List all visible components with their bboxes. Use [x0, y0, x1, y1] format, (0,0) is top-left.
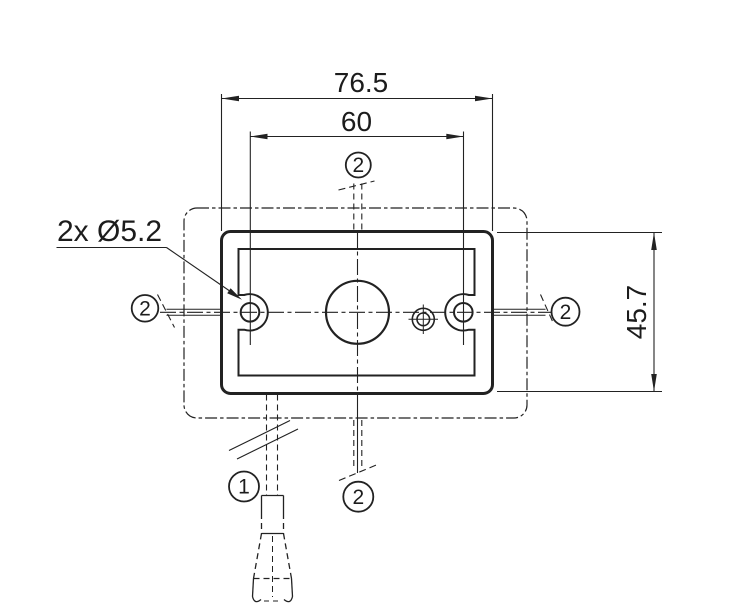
- connector-flare-right: [282, 533, 293, 579]
- balloon-cable-circle: [228, 470, 260, 503]
- balloon-cable-label: 1: [238, 476, 250, 499]
- cable-break-slash-1: [228, 420, 291, 451]
- hole-callout-leader: [56, 246, 242, 300]
- connector-group: [251, 494, 294, 603]
- balloon-bottom-leader: [338, 463, 378, 482]
- dim-height-arrow-bottom: [651, 374, 657, 392]
- phantom-outline: [183, 207, 528, 419]
- connector-break-hook-left: [251, 596, 262, 603]
- balloon-bottom-label: 2: [352, 486, 364, 509]
- balloon-right-leader: [539, 294, 555, 324]
- connector-tip-left: [251, 578, 255, 597]
- dim-hole-spacing: [249, 131, 465, 345]
- inner-contour: [237, 248, 476, 377]
- balloon-left-circle: [130, 294, 160, 323]
- dim-width-arrow-left: [221, 95, 239, 102]
- balloon-top-label: 2: [352, 154, 364, 177]
- dim-spacing-arrow-right: [446, 133, 464, 140]
- balloon-right-label: 2: [560, 301, 572, 324]
- center-circle: [324, 279, 391, 345]
- part-outline: [220, 230, 494, 395]
- balloon-top-circle: [344, 151, 372, 179]
- dim-width-arrow-right: [475, 95, 493, 102]
- dim-overall-height-text: 45.7: [621, 285, 652, 340]
- dim-hole-spacing-text: 60: [341, 106, 372, 137]
- balloon-right-circle: [550, 296, 581, 327]
- dim-spacing-arrow-left: [250, 133, 268, 140]
- dim-overall-width-text: 76.5: [334, 67, 389, 98]
- cable-group: [228, 394, 299, 495]
- callout-leader-line: [166, 247, 238, 297]
- balloon-bottom-circle: [342, 480, 375, 513]
- balloon-left-leader: [157, 294, 175, 328]
- cable-break-slash-2: [236, 428, 299, 460]
- connector-tip-right: [290, 578, 294, 597]
- dim-overall-width: [220, 94, 494, 231]
- connector-flare-left: [252, 533, 263, 579]
- hole-callout-text: 2x Ø5.2: [57, 215, 162, 248]
- dim-height-arrow-top: [651, 232, 657, 250]
- connector-break-hook-right: [283, 596, 294, 603]
- balloon-left-label: 2: [139, 298, 151, 321]
- dim-overall-height: [497, 231, 662, 393]
- balloon-top-leader: [338, 180, 375, 191]
- callout-arrow: [227, 288, 242, 300]
